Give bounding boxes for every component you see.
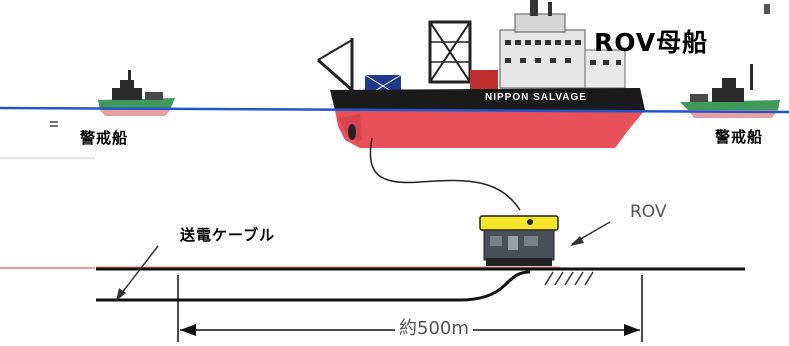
distance-arrow-left xyxy=(180,324,196,336)
rov-vehicle xyxy=(479,215,559,266)
power-cable-label: 送電ケーブル xyxy=(180,226,276,244)
rov-arrow xyxy=(570,221,611,246)
guard-ship-left-label: 警戒船 xyxy=(80,129,129,147)
corner-mark xyxy=(764,4,770,14)
cable-arrow xyxy=(116,245,159,301)
mother-ship xyxy=(317,0,645,148)
hull-marking: NIPPON SALVAGE xyxy=(485,92,587,103)
sea-surface-line xyxy=(0,106,789,114)
seabed-hatching xyxy=(544,271,594,286)
rov-label: ROV xyxy=(630,202,667,222)
distance-arrow-right xyxy=(624,324,640,336)
distance-label: 約500m xyxy=(395,320,473,338)
guard-ship-right-label: 警戒船 xyxy=(715,128,764,146)
guard-ship-right xyxy=(680,64,780,118)
guard-ship-left xyxy=(98,70,175,116)
tether-line xyxy=(369,137,521,211)
mother-ship-label: ROV母船 xyxy=(594,28,709,57)
power-cable xyxy=(96,270,531,302)
